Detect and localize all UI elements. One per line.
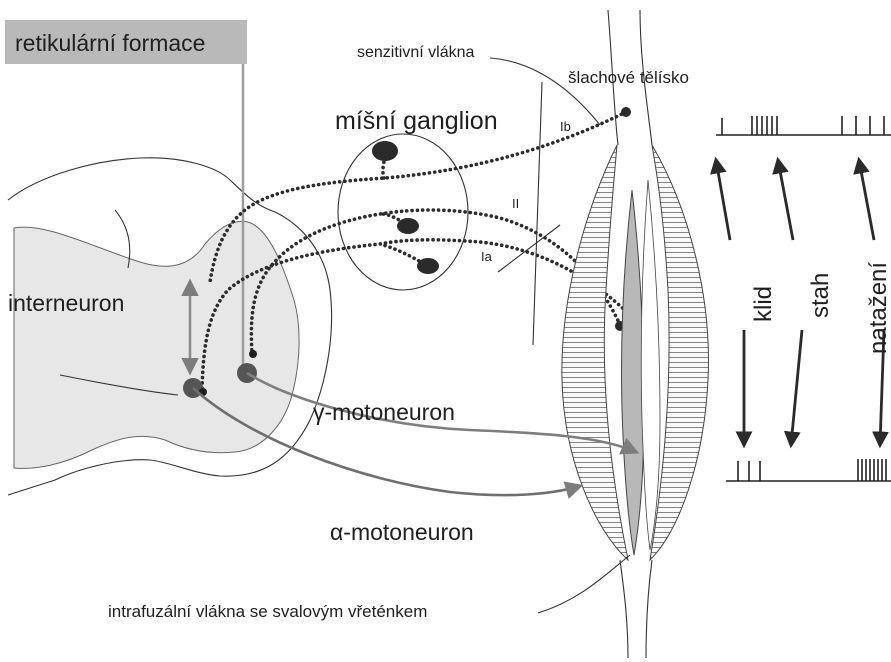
- fiber-ia-label: Ia: [481, 249, 493, 264]
- intrafusal-fiber-2: [641, 180, 660, 550]
- up-arrow-stah: [778, 160, 793, 240]
- muscle-outline-4: [646, 560, 652, 658]
- tendon-organ-ending: [621, 107, 631, 117]
- fiber-ii-label: II: [512, 196, 519, 211]
- synapse-dot: [249, 350, 257, 358]
- alpha-motoneuron-label: α-motoneuron: [330, 519, 474, 545]
- state-label-natazeni: natažení: [865, 262, 891, 354]
- intrafusal-fiber: [621, 190, 644, 555]
- gamma-motoneuron-label: γ-motoneuron: [313, 399, 455, 425]
- sensory-fibers-label: senzitivní vlákna: [357, 44, 474, 61]
- tendon-organ-label: šlachové tělísko: [568, 68, 689, 87]
- top-spikes: [722, 116, 884, 135]
- firing-panel: klid stah natažení: [716, 116, 891, 481]
- fiber-bundle-line-1: [533, 82, 542, 345]
- interneuron-label: interneuron: [8, 290, 124, 316]
- down-arrow-stah: [791, 330, 802, 445]
- fiber-ib-label: Ib: [560, 119, 571, 134]
- fiber-bundle-line-2: [498, 225, 560, 272]
- bottom-spikes: [738, 459, 886, 481]
- intrafusal-leader: [538, 555, 630, 613]
- state-label-klid: klid: [750, 286, 777, 322]
- state-label-stah: stah: [807, 273, 834, 318]
- reticular-formation-label: retikulární formace: [15, 30, 205, 56]
- up-arrow-natazeni: [859, 160, 874, 240]
- intrafusal-label: intrafuzální vlákna se svalovým vřeténke…: [108, 602, 427, 621]
- muscle-outline-3: [620, 560, 628, 658]
- ganglion-cell-2: [397, 218, 419, 234]
- spinal-ganglion-label: míšní ganglion: [335, 107, 498, 135]
- up-arrow-klid: [716, 160, 730, 240]
- extrafusal-fibers-left: [562, 145, 628, 560]
